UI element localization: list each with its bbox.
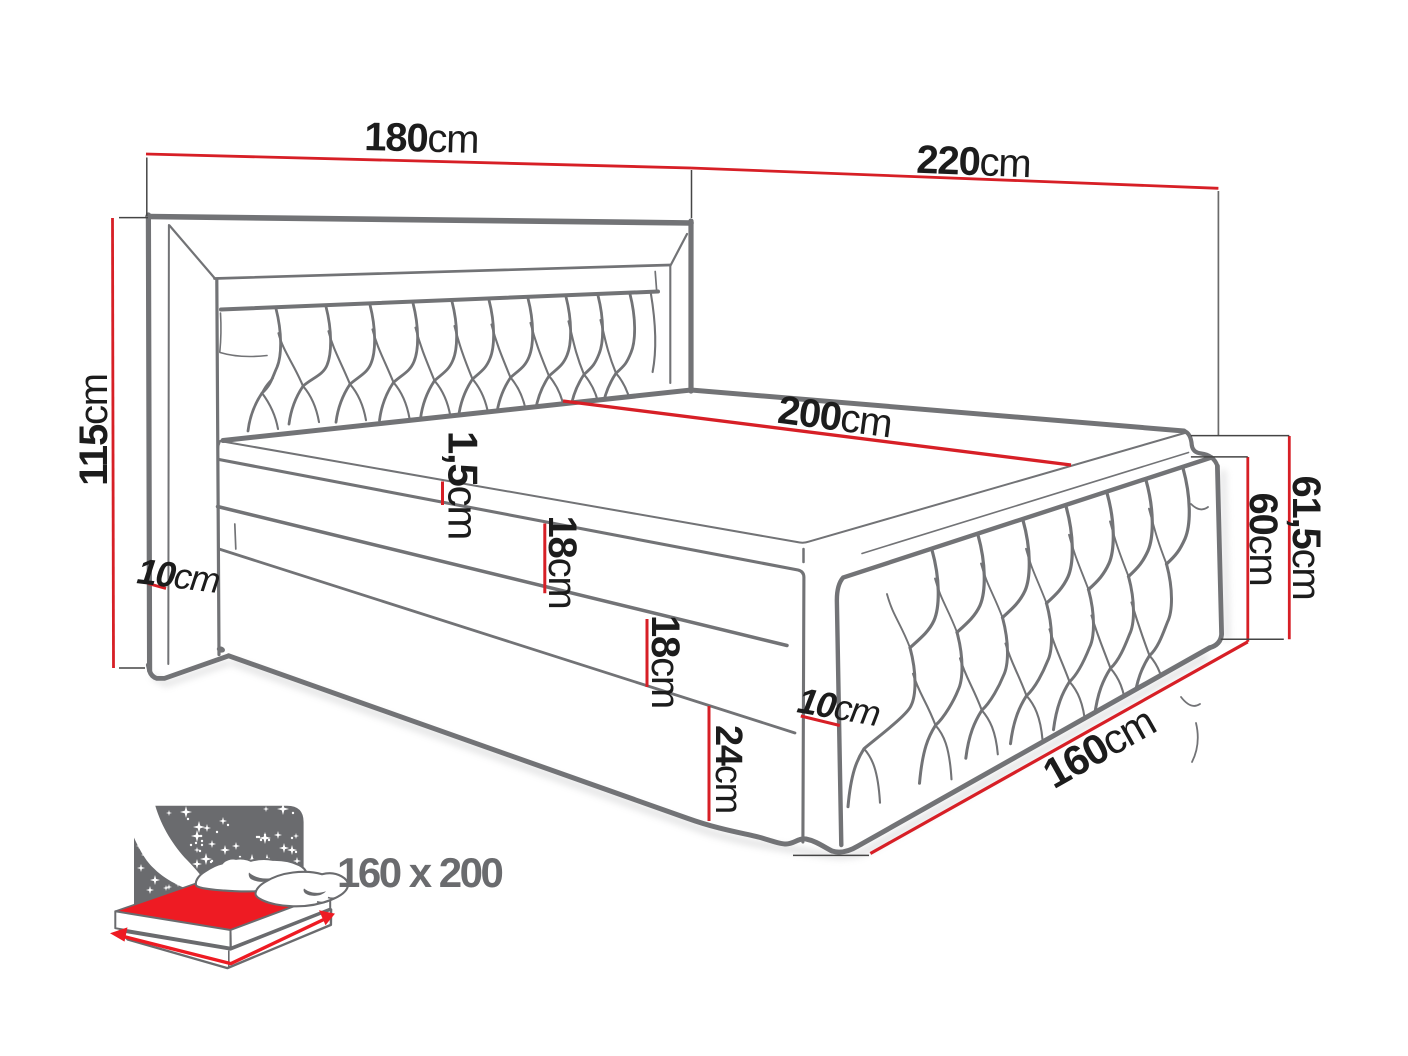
svg-text:115cm: 115cm — [72, 374, 116, 486]
svg-text:1,5cm: 1,5cm — [440, 431, 487, 539]
svg-text:10cm: 10cm — [795, 680, 883, 735]
svg-text:180cm: 180cm — [364, 115, 479, 162]
svg-text:200cm: 200cm — [775, 388, 894, 446]
svg-text:160 x 200: 160 x 200 — [337, 849, 502, 896]
svg-text:18cm: 18cm — [540, 515, 584, 608]
svg-text:10cm: 10cm — [135, 550, 222, 601]
svg-text:24cm: 24cm — [707, 725, 749, 813]
svg-text:220cm: 220cm — [916, 138, 1032, 186]
svg-text:18cm: 18cm — [643, 615, 687, 708]
svg-text:61,5cm: 61,5cm — [1284, 476, 1328, 600]
svg-text:60cm: 60cm — [1241, 492, 1285, 585]
